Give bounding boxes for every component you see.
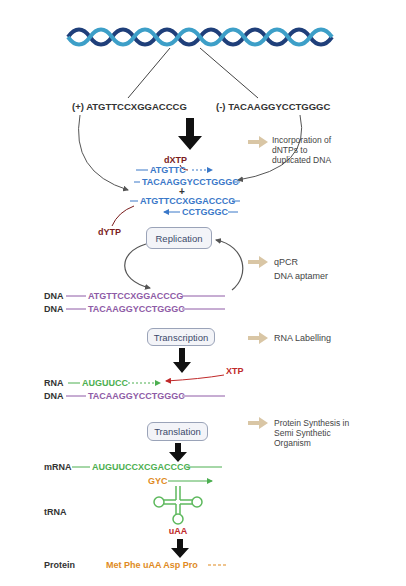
- box-label: Translation: [154, 426, 201, 437]
- box-label: Transcription: [154, 332, 209, 343]
- trna-loop: [154, 497, 164, 507]
- strand-line: [136, 170, 148, 171]
- application-note: Protein Synthesis in Semi Synthetic Orga…: [274, 419, 358, 448]
- strand-line: [66, 296, 86, 297]
- trna-loop: [192, 497, 202, 507]
- molecule-label: DNA: [44, 391, 64, 401]
- trna-stem: [180, 499, 192, 501]
- process-arrow: [171, 539, 189, 558]
- protein-sequence: Met Phe uAA Asp Pro: [106, 560, 198, 570]
- sequence-strand: TACAAGGYCCTGGGC: [88, 304, 185, 314]
- cycle-arrow: [125, 244, 150, 288]
- strand-line: [182, 309, 225, 310]
- process-arrow: [169, 443, 187, 462]
- nucleotide-label: dYTP: [98, 227, 121, 237]
- sequence-strand: (+) ATGTTCCXGGACCCG: [72, 102, 187, 113]
- trna-stem: [175, 504, 177, 514]
- process-box: Translation: [147, 422, 208, 441]
- trna-loop: [173, 514, 183, 524]
- application-note: DNA aptamer: [274, 271, 328, 281]
- strand-line: [228, 212, 238, 213]
- curved-arrow: [112, 206, 134, 226]
- application-arrow: [248, 332, 268, 344]
- sequence-strand: (-) TACAAGGYCCTGGGC: [216, 102, 330, 113]
- strand-line: [134, 182, 140, 183]
- strand-line: [186, 467, 222, 468]
- sequence-strand: AUGUUCC: [82, 378, 128, 388]
- molecule-label: Protein: [44, 560, 75, 570]
- sequence-strand: CCTGGGC: [182, 207, 228, 217]
- curved-arrow: [79, 115, 128, 190]
- amino-acid-label: uAA: [169, 526, 188, 536]
- molecule-label: DNA: [44, 291, 64, 301]
- application-note: RNA Labelling: [274, 333, 331, 343]
- strand-line: [130, 201, 138, 202]
- anticodon-label: GYC: [148, 476, 168, 486]
- strand-line: [128, 383, 160, 384]
- molecule-label: mRNA: [44, 462, 72, 472]
- process-box: Transcription: [147, 328, 215, 346]
- trna-stem: [164, 503, 176, 505]
- application-note: Incorporation of dNTPs to duplicated DNA: [272, 136, 346, 165]
- application-note: qPCR: [274, 257, 298, 267]
- box-label: Replication: [156, 233, 203, 244]
- process-arrow: [178, 118, 202, 150]
- strand-line: [192, 170, 212, 171]
- trna-stem: [180, 503, 192, 505]
- sequence-strand: AUGUUCCXCGACCCG: [92, 462, 191, 472]
- strand-line: [182, 296, 225, 297]
- molecule-label: DNA: [44, 304, 64, 314]
- strand-line: [164, 212, 180, 213]
- sequence-strand: ATGTTCCXGGACCCG: [88, 291, 183, 301]
- codon-arrow: [168, 481, 212, 482]
- trna-stem: [179, 486, 181, 500]
- process-arrow: [173, 348, 191, 373]
- strand-line: [66, 396, 86, 397]
- chain-continuation: [208, 564, 226, 565]
- application-arrow: [248, 256, 268, 268]
- trna-stem: [179, 504, 181, 514]
- sequence-strand: TACAAGGYCCTGGGC: [142, 177, 239, 187]
- trna-stem: [175, 486, 177, 500]
- process-box: Replication: [146, 227, 212, 249]
- trna-symbol: [154, 486, 202, 524]
- application-arrow: [248, 417, 268, 429]
- cycle-arrow: [216, 240, 243, 290]
- molecule-label: RNA: [44, 378, 64, 388]
- nucleotide-label: dXTP: [164, 155, 187, 165]
- strand-line: [68, 383, 80, 384]
- trna-stem: [164, 499, 176, 501]
- leader-line: [128, 48, 170, 98]
- strand-line: [72, 467, 90, 468]
- application-arrow: [248, 136, 268, 148]
- curved-arrow: [166, 375, 224, 381]
- strand-line: [66, 309, 86, 310]
- helix-strand: [68, 30, 332, 45]
- sequence-strand: ATGTTCCXGGACCCG: [140, 196, 235, 206]
- helix-strand: [68, 30, 332, 45]
- sequence-strand: ATGTTC: [150, 165, 186, 175]
- nucleotide-label: XTP: [226, 366, 244, 376]
- molecule-label: tRNA: [44, 507, 67, 517]
- strand-line: [182, 396, 225, 397]
- sequence-strand: TACAAGGYCCTGGGC: [88, 391, 185, 401]
- leader-line: [200, 48, 258, 98]
